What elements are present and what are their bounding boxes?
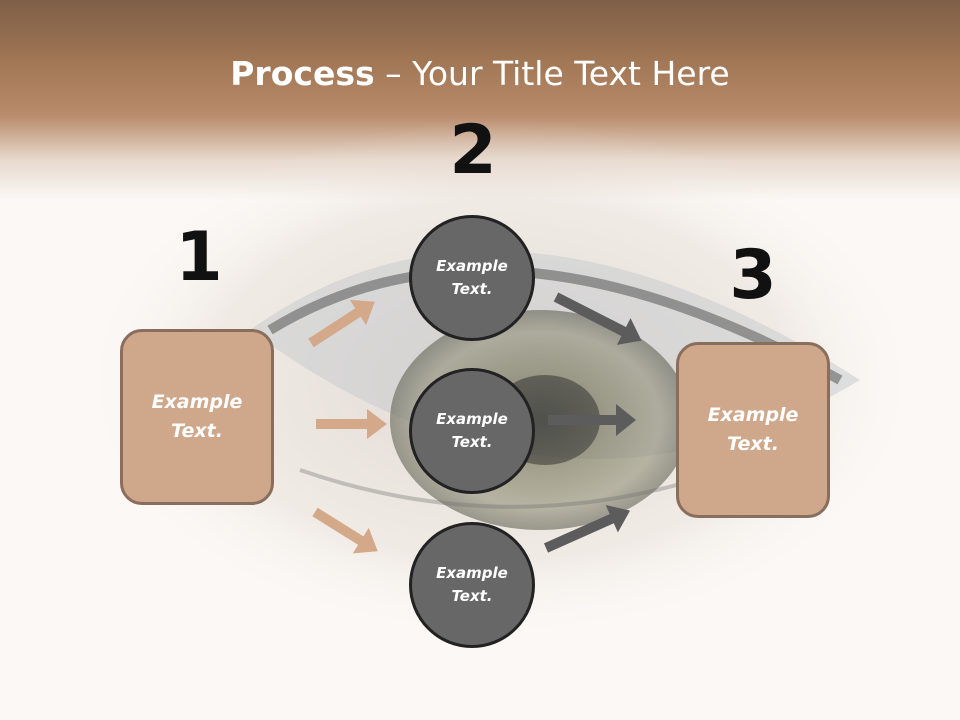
node-circle-3[interactable]: Example Text. xyxy=(409,522,535,648)
arrow-node1-to-box3 xyxy=(553,292,642,345)
node-3-line1: Example xyxy=(436,564,508,582)
arrow-box1-to-node1 xyxy=(308,299,375,348)
node-1-line2: Text. xyxy=(451,280,493,298)
step-number-3: 3 xyxy=(729,236,777,315)
title-bold: Process xyxy=(230,54,375,93)
step-number-1: 1 xyxy=(175,218,223,297)
step-3-box-line1: Example xyxy=(707,404,799,426)
step-1-box-line1: Example xyxy=(151,391,243,413)
step-1-box-line2: Text. xyxy=(171,420,223,442)
node-circle-2[interactable]: Example Text. xyxy=(409,368,535,494)
step-number-2: 2 xyxy=(449,111,497,190)
node-2-line2: Text. xyxy=(451,433,493,451)
node-3-line2: Text. xyxy=(451,587,493,605)
arrow-node3-to-box3 xyxy=(543,505,631,553)
node-1-line1: Example xyxy=(436,257,508,275)
step-3-box[interactable]: Example Text. xyxy=(676,342,830,518)
step-1-box[interactable]: Example Text. xyxy=(120,329,274,505)
node-circle-1[interactable]: Example Text. xyxy=(409,215,535,341)
arrow-box1-to-node3 xyxy=(312,507,378,554)
node-2-line1: Example xyxy=(436,410,508,428)
title-rest: – Your Title Text Here xyxy=(374,54,730,93)
step-3-box-line2: Text. xyxy=(727,433,779,455)
arrow-node2-to-box3 xyxy=(548,404,636,436)
slide-title: Process – Your Title Text Here xyxy=(0,52,960,96)
arrow-box1-to-node2 xyxy=(316,409,387,439)
